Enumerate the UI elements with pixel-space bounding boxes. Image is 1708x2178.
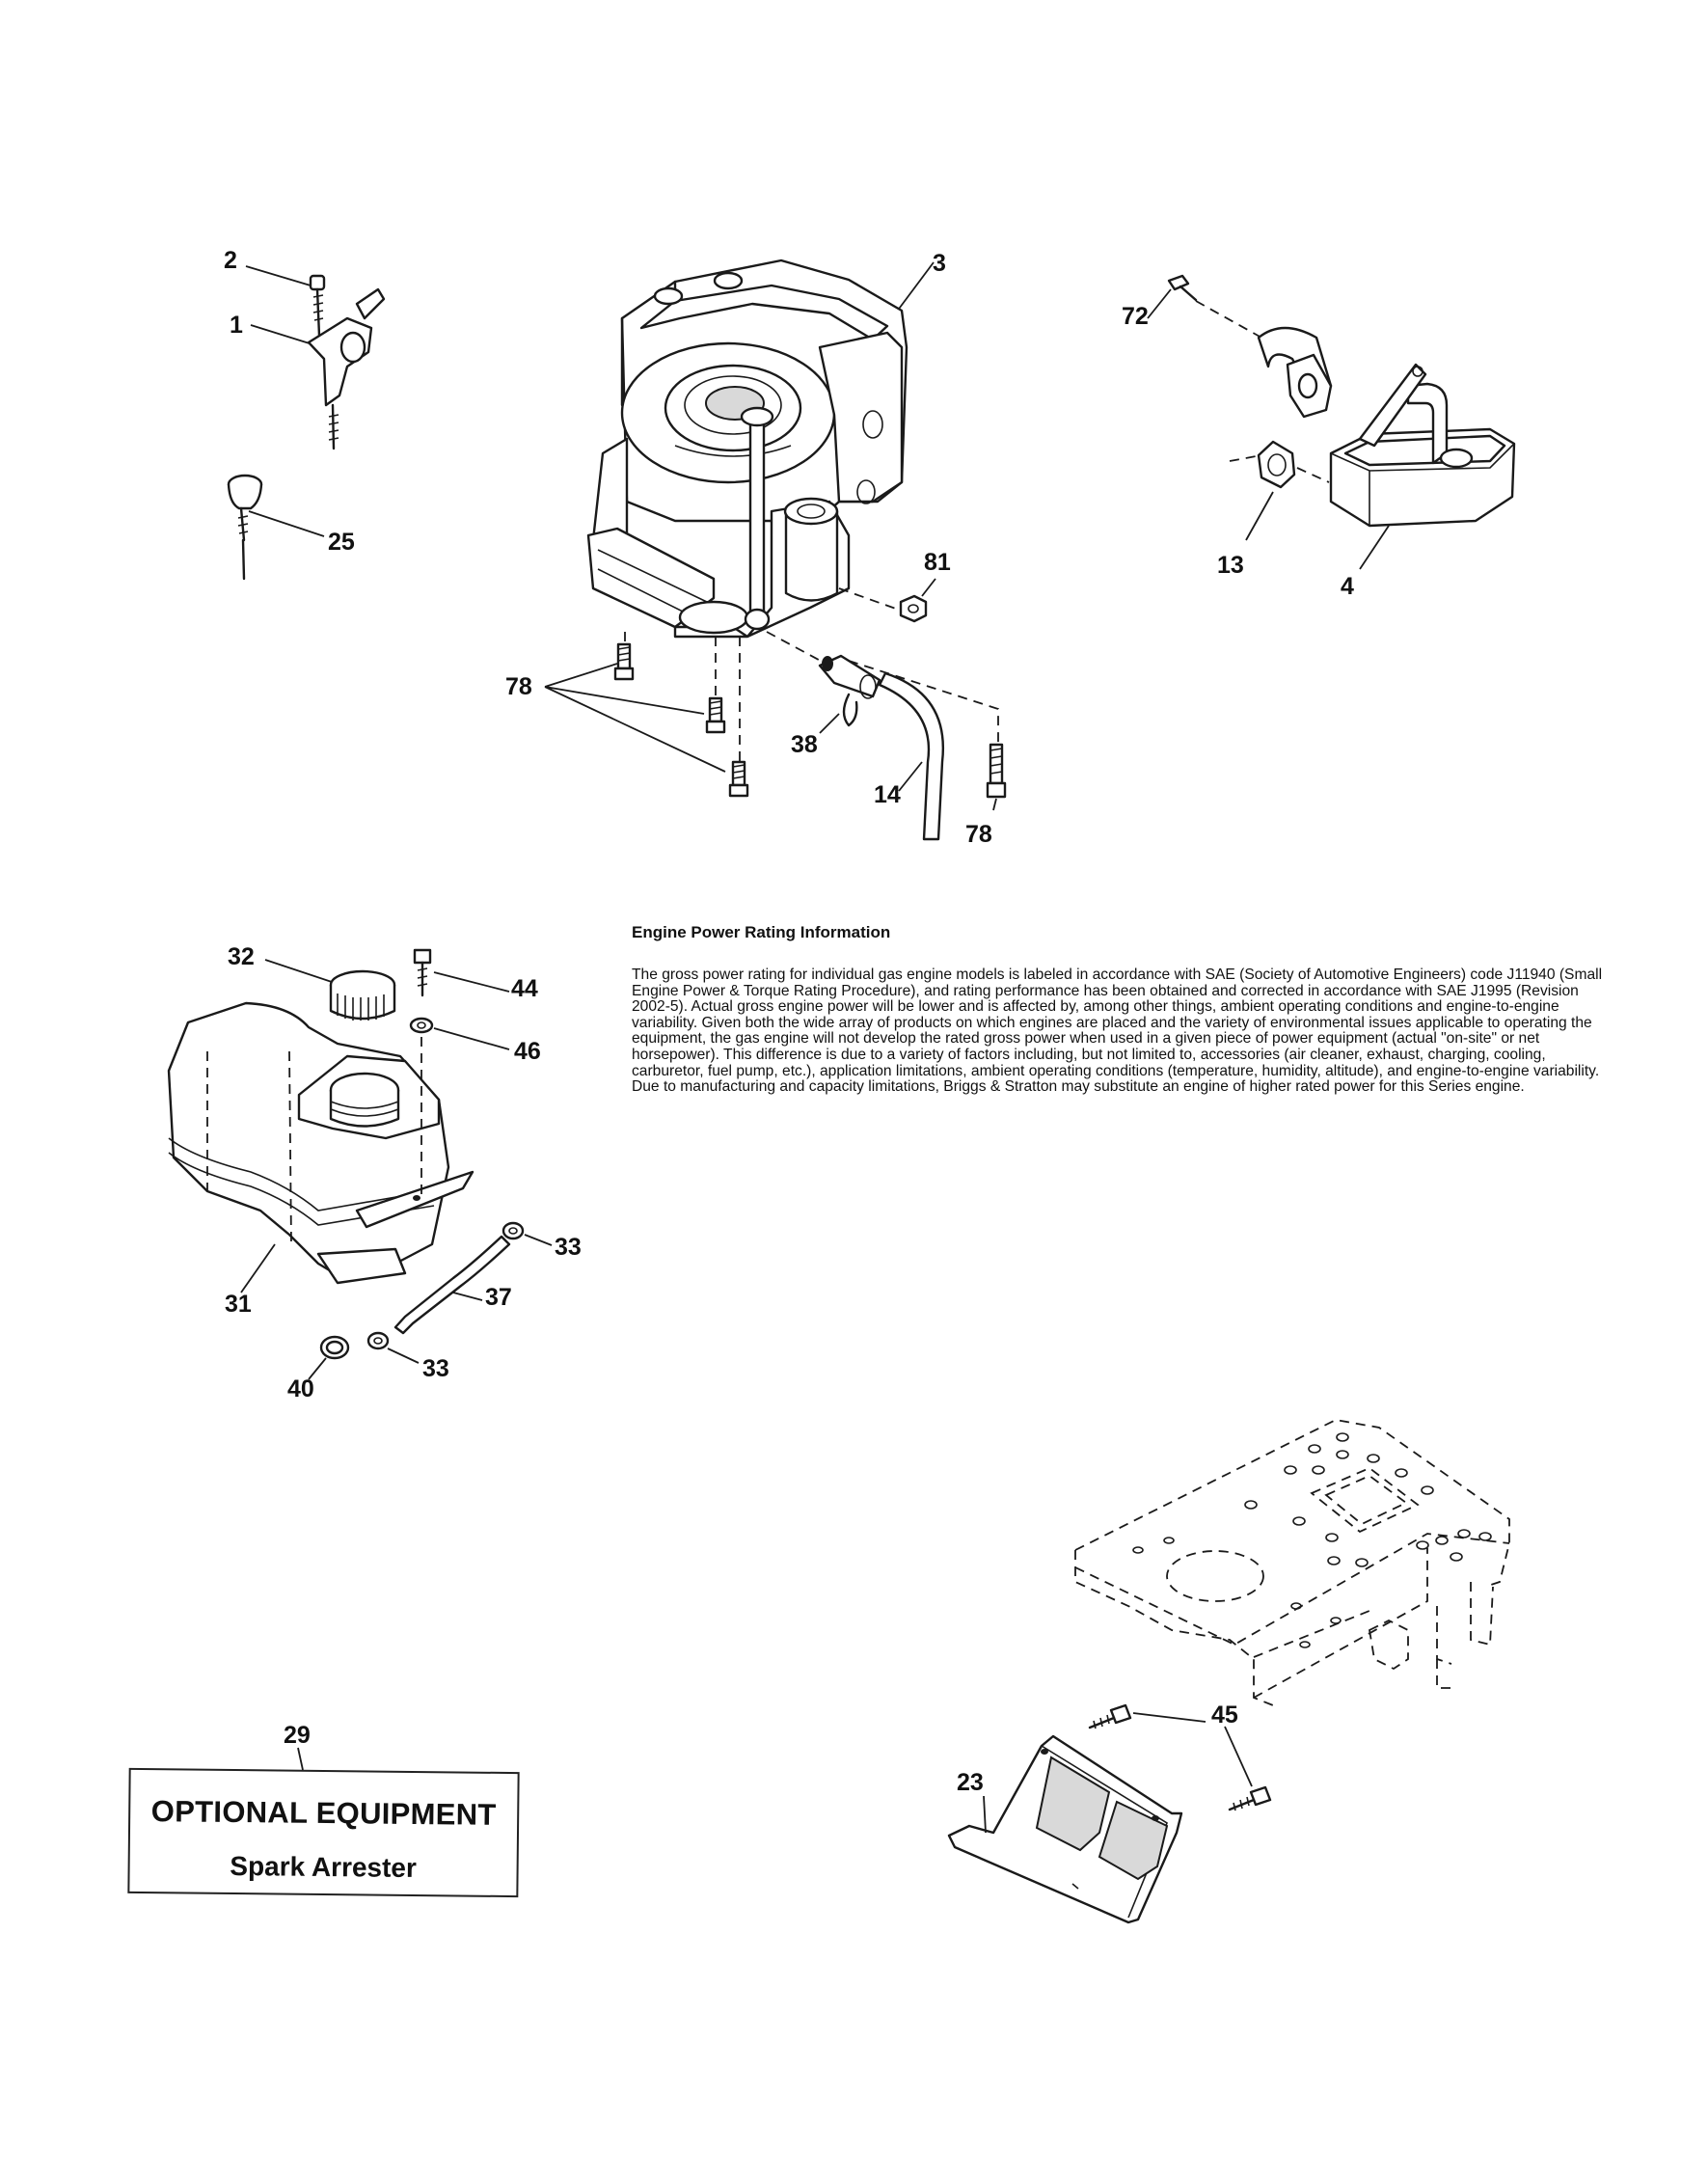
callout-78-right: 78 [965,821,992,848]
callout-29: 29 [284,1722,311,1749]
fuel-tank-drawing [167,948,553,1380]
callout-4: 4 [1341,573,1354,600]
callout-78-left: 78 [505,673,532,700]
callout-33-top: 33 [555,1234,582,1261]
callout-45: 45 [1211,1702,1238,1729]
callout-46: 46 [514,1038,541,1065]
info-body: The gross power rating for individual ga… [632,966,1603,1096]
throttle-bracket-drawing [245,265,386,450]
callout-13: 13 [1217,552,1244,579]
callout-32: 32 [228,943,255,970]
callout-31: 31 [225,1291,252,1318]
engine-bolts-drawing [544,642,1007,811]
callout-81: 81 [924,549,951,576]
optional-equipment-box: OPTIONAL EQUIPMENT Spark Arrester [127,1767,520,1898]
callout-14: 14 [874,781,901,808]
callout-72: 72 [1122,303,1149,330]
info-title: Engine Power Rating Information [632,923,891,941]
optional-equipment-subtitle: Spark Arrester [230,1850,418,1884]
callout-38: 38 [791,731,818,758]
callout-3: 3 [933,250,946,277]
chassis-plate-drawing [1074,1419,1510,1706]
heat-shield-drawing [947,1703,1272,1924]
callout-37: 37 [485,1284,512,1311]
callout-23: 23 [957,1769,984,1796]
muffler-drawing [1147,274,1516,570]
callout-40: 40 [287,1375,314,1402]
callout-33-bottom: 33 [422,1355,449,1382]
callout-2: 2 [224,247,237,274]
dipstick-drawing [227,474,325,581]
engine-drawing [586,259,999,762]
callout-25: 25 [328,529,355,556]
fuel-line-drawing [818,654,945,841]
optional-equipment-title: OPTIONAL EQUIPMENT [150,1794,497,1832]
callout-1: 1 [230,312,243,339]
nut-drawing [899,578,936,623]
engine-power-rating-info: Engine Power Rating Information The gros… [632,923,1615,1096]
callout-44: 44 [511,975,538,1002]
